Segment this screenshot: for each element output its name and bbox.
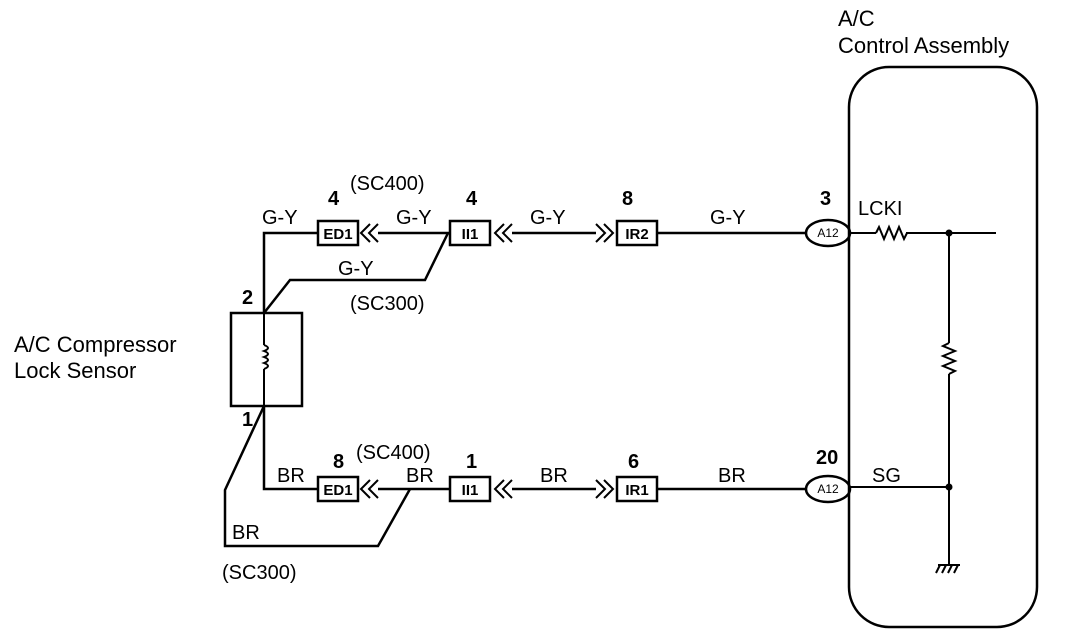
wire-label-gy-4: G-Y (710, 207, 746, 229)
coil-icon (261, 344, 269, 370)
connector-ed1-bottom (316, 475, 360, 503)
variant-sc400-bottom: (SC400) (356, 442, 430, 464)
chevron-left-icon (493, 479, 513, 499)
variant-sc300-bottom: (SC300) (222, 562, 296, 584)
chevron-right-icon (595, 479, 615, 499)
ir1-pin: 6 (628, 451, 639, 473)
sensor-box (229, 311, 304, 408)
connector-a12-bottom-label: A12 (817, 482, 839, 496)
a12-bottom-pin: 20 (816, 447, 838, 469)
ed1-bottom-pin: 8 (333, 451, 344, 473)
connector-ed1-top (316, 219, 360, 247)
connector-ir2-label: IR2 (625, 226, 648, 243)
connector-ed1-bottom-label: ED1 (323, 482, 352, 499)
assembly-title-line2: Control Assembly (838, 33, 1009, 58)
connector-ii1-top (448, 219, 492, 247)
chevron-left-icon (359, 223, 379, 243)
signal-lcki: LCKI (858, 198, 902, 220)
connector-ii1-bottom-label: II1 (462, 482, 479, 499)
sensor-pin-1: 1 (242, 409, 253, 431)
wire-label-gy-1: G-Y (262, 207, 298, 229)
wire-label-br-3: BR (540, 465, 568, 487)
chevron-left-icon (493, 223, 513, 243)
wire-label-br-sc300: BR (232, 522, 260, 544)
wire-label-gy-3: G-Y (530, 207, 566, 229)
connector-ii1-bottom (448, 475, 492, 503)
ir2-pin: 8 (622, 188, 633, 210)
chevron-right-icon (595, 223, 615, 243)
signal-sg: SG (872, 465, 901, 487)
wire-label-br-2: BR (406, 465, 434, 487)
chevron-left-icon (359, 479, 379, 499)
wire-label-gy-sc300: G-Y (338, 258, 374, 280)
connector-ii1-top-label: II1 (462, 226, 479, 243)
a12-top-pin: 3 (820, 188, 831, 210)
connector-ir1-label: IR1 (625, 482, 648, 499)
wire-label-gy-2: G-Y (396, 207, 432, 229)
wire-label-br-4: BR (718, 465, 746, 487)
connector-ed1-top-label: ED1 (323, 226, 352, 243)
ii1-bottom-pin: 1 (466, 451, 477, 473)
variant-sc400-top: (SC400) (350, 173, 424, 195)
wire-bottom-sc300 (223, 405, 412, 548)
wire-top-sc300 (263, 232, 450, 314)
variant-sc300-top: (SC300) (350, 293, 424, 315)
control-assembly-box (847, 65, 1039, 629)
connector-a12-top-label: A12 (817, 226, 839, 240)
resistor-pullup-icon (940, 342, 958, 375)
resistor-lcki-icon (875, 224, 908, 242)
sensor-label-line2: Lock Sensor (14, 358, 136, 383)
connector-a12-bottom (804, 474, 852, 504)
wire-label-br-1: BR (277, 465, 305, 487)
ii1-top-pin: 4 (466, 188, 478, 210)
wire-top-to-ed1 (262, 231, 318, 313)
ground-hatch-icon (935, 564, 959, 574)
assembly-title-line1: A/C (838, 6, 875, 31)
wire-bottom-to-ed1 (262, 406, 318, 491)
sensor-pin-2: 2 (242, 287, 253, 309)
ed1-top-pin: 4 (328, 188, 340, 210)
sensor-label-line1: A/C Compressor (14, 332, 177, 357)
